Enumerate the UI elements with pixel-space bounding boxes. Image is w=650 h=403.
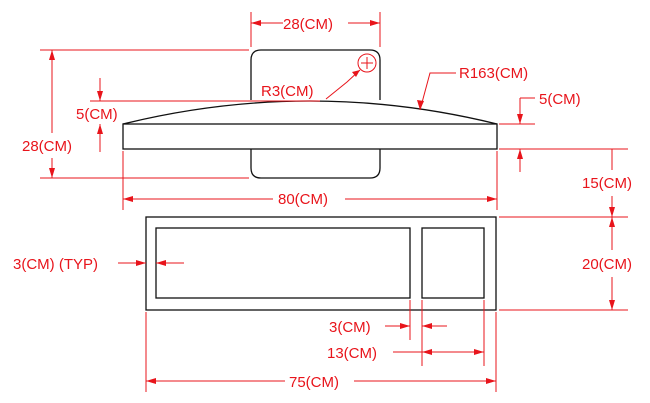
dim-plan-height-label: 20(CM) [582,256,632,273]
dim-corner-radius-label: R3(CM) [261,83,314,100]
radius-center-mark [357,53,377,73]
dim-arc-radius-label: R163(CM) [459,65,528,82]
dim-top-width-label: 28(CM) [283,16,333,33]
slab-arc-top [122,100,498,125]
plan-view [145,216,497,311]
slab-body [122,123,498,150]
dimension-labels: 28(CM) R3(CM) R163(CM) 5(CM) 5(CM) 28(CM… [13,16,632,391]
dim-wall-thickness-label: 3(CM) (TYP) [13,256,98,273]
dimension-lines [40,12,628,392]
plan-outer [145,216,497,311]
dim-plan-width-label: 75(CM) [289,374,339,391]
lower-post [250,149,381,179]
dim-overall-height-label: 28(CM) [22,138,72,155]
elevation-view [122,49,498,179]
plan-small-compartment [421,227,485,299]
dim-arc-height-right-label: 5(CM) [539,91,581,108]
dim-inner-wall-label: 3(CM) [329,319,371,336]
dim-slab-width-label: 80(CM) [278,191,328,208]
plan-large-compartment [155,227,411,299]
upper-post [250,49,381,100]
dim-depth-right-label: 15(CM) [582,175,632,192]
dim-arc-height-left-label: 5(CM) [76,106,118,123]
dim-small-compartment-label: 13(CM) [327,345,377,362]
